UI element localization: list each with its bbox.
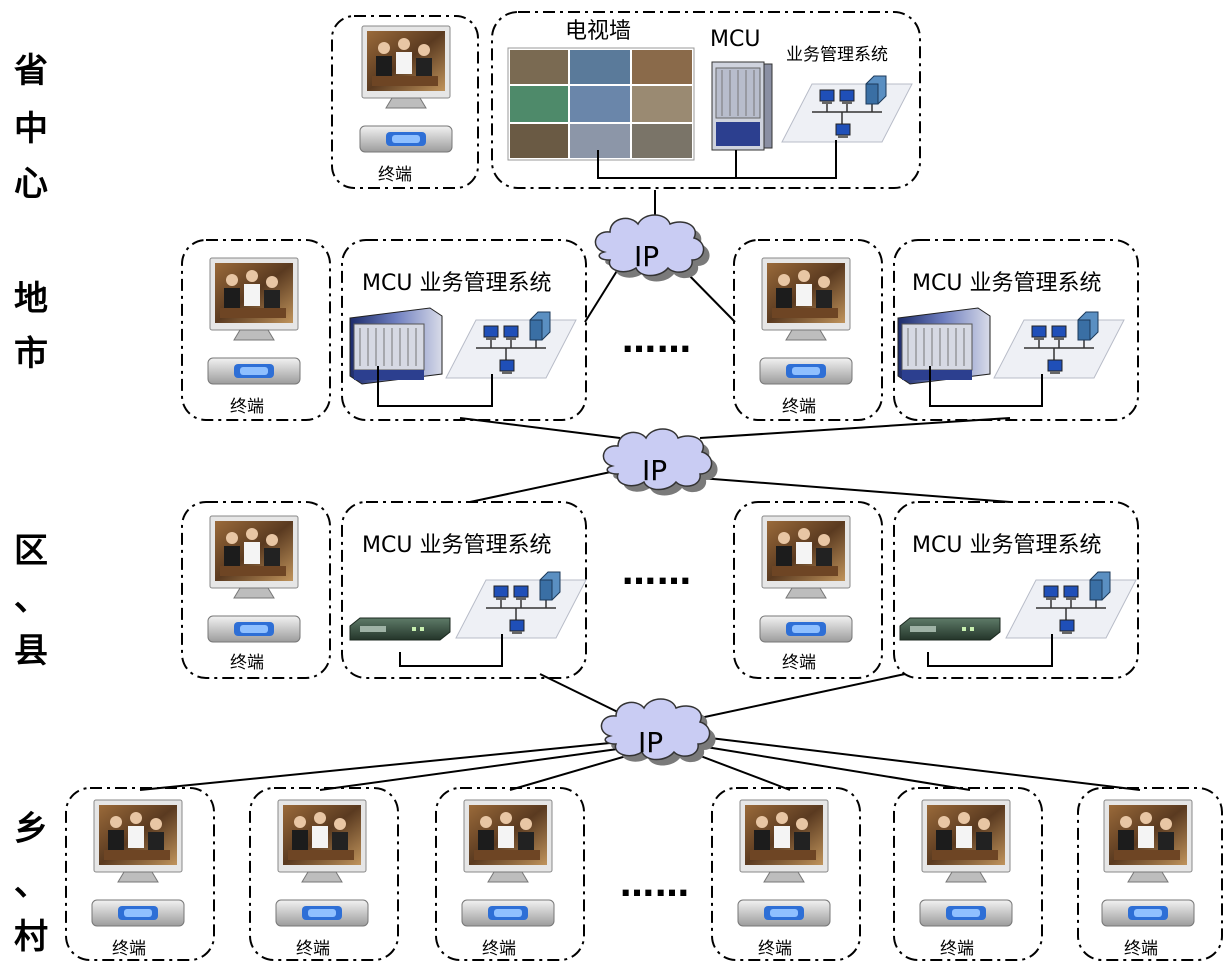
city-mcu-icon-left xyxy=(349,307,443,385)
county-ellipsis: …… xyxy=(622,553,692,593)
county-terminal-label-right: 终端 xyxy=(782,653,816,673)
level-label-county-1: 区 xyxy=(14,531,48,571)
province-mgmt-system-icon xyxy=(781,75,913,143)
county-terminal-icon-right xyxy=(759,515,853,643)
video-wall-label: 电视墙 xyxy=(565,19,631,44)
village-ellipsis: …… xyxy=(620,865,690,905)
county-terminal-group-right xyxy=(733,501,883,679)
county-internal-link-right xyxy=(927,634,1053,667)
county-rack-icon-left xyxy=(349,617,451,641)
county-mgmt-system-icon-right xyxy=(1005,571,1137,639)
city-terminal-icon-left xyxy=(207,257,301,385)
province-mcu-label: MCU xyxy=(710,27,760,52)
province-terminal-group xyxy=(331,15,479,189)
county-terminal-label-left: 终端 xyxy=(230,653,264,673)
village-terminal-label-6: 终端 xyxy=(1124,939,1158,959)
village-terminal-group-6 xyxy=(1077,787,1223,961)
city-mcu-icon-right xyxy=(897,307,991,385)
level-label-province-1: 省 xyxy=(14,51,48,91)
village-terminal-group-5 xyxy=(893,787,1043,961)
county-mcu-mgmt-label-right: MCU 业务管理系统 xyxy=(912,533,1101,558)
city-mcu-mgmt-label-left: MCU 业务管理系统 xyxy=(362,271,551,296)
county-mgmt-system-icon-left xyxy=(455,571,587,639)
city-terminal-icon-right xyxy=(759,257,853,385)
level-label-city-2: 市 xyxy=(14,334,48,374)
village-terminal-icon-2 xyxy=(275,799,369,927)
city-mcu-mgmt-label-right: MCU 业务管理系统 xyxy=(912,271,1101,296)
level-label-village-1: 乡 xyxy=(14,809,48,849)
village-terminal-label-3: 终端 xyxy=(482,939,516,959)
ip-cloud-label-3: IP xyxy=(638,726,663,759)
village-terminal-icon-3 xyxy=(461,799,555,927)
city-ellipsis: …… xyxy=(622,321,692,361)
level-label-province-3: 心 xyxy=(14,164,48,204)
city-mgmt-system-icon-right xyxy=(993,311,1125,379)
ip-cloud-label-2: IP xyxy=(642,454,667,487)
village-terminal-icon-4 xyxy=(737,799,831,927)
city-mgmt-system-icon-left xyxy=(445,311,577,379)
network-links xyxy=(139,190,1141,791)
video-wall-icon xyxy=(507,47,695,161)
village-terminal-label-2: 终端 xyxy=(296,939,330,959)
village-terminal-icon-5 xyxy=(919,799,1013,927)
county-terminal-icon-left xyxy=(207,515,301,643)
level-label-province-2: 中 xyxy=(14,109,48,149)
village-terminal-icon-6 xyxy=(1101,799,1195,927)
county-terminal-group-left xyxy=(181,501,331,679)
village-terminal-icon-1 xyxy=(91,799,185,927)
city-internal-link-left xyxy=(377,366,493,407)
village-terminal-label-1: 终端 xyxy=(112,939,146,959)
village-terminal-label-4: 终端 xyxy=(758,939,792,959)
province-center-group xyxy=(491,11,921,189)
city-center-group-right xyxy=(893,239,1139,421)
village-terminal-group-2 xyxy=(249,787,399,961)
level-label-city-1: 地 xyxy=(14,279,48,319)
province-mgmt-label: 业务管理系统 xyxy=(786,45,888,65)
city-terminal-label-left: 终端 xyxy=(230,397,264,417)
level-label-county-3: 县 xyxy=(14,631,48,671)
city-internal-link-right xyxy=(929,366,1043,407)
ip-cloud-label-1: IP xyxy=(634,240,659,273)
village-terminal-label-5: 终端 xyxy=(940,939,974,959)
level-label-county-2: 、 xyxy=(14,579,48,619)
province-mcu-icon xyxy=(711,61,773,151)
province-terminal-label: 终端 xyxy=(378,165,412,185)
city-terminal-label-right: 终端 xyxy=(782,397,816,417)
village-terminal-group-3 xyxy=(435,787,585,961)
city-center-group-left xyxy=(341,239,587,421)
level-label-village-2: 、 xyxy=(14,864,48,904)
province-terminal-icon xyxy=(359,25,453,153)
province-internal-link xyxy=(597,140,837,179)
village-terminal-group-1 xyxy=(65,787,215,961)
city-terminal-group-right xyxy=(733,239,883,421)
city-terminal-group-left xyxy=(181,239,331,421)
level-label-village-3: 村 xyxy=(14,917,48,957)
county-internal-link-left xyxy=(399,634,503,667)
county-mcu-mgmt-label-left: MCU 业务管理系统 xyxy=(362,533,551,558)
village-terminal-group-4 xyxy=(711,787,861,961)
county-rack-icon-right xyxy=(899,617,1001,641)
